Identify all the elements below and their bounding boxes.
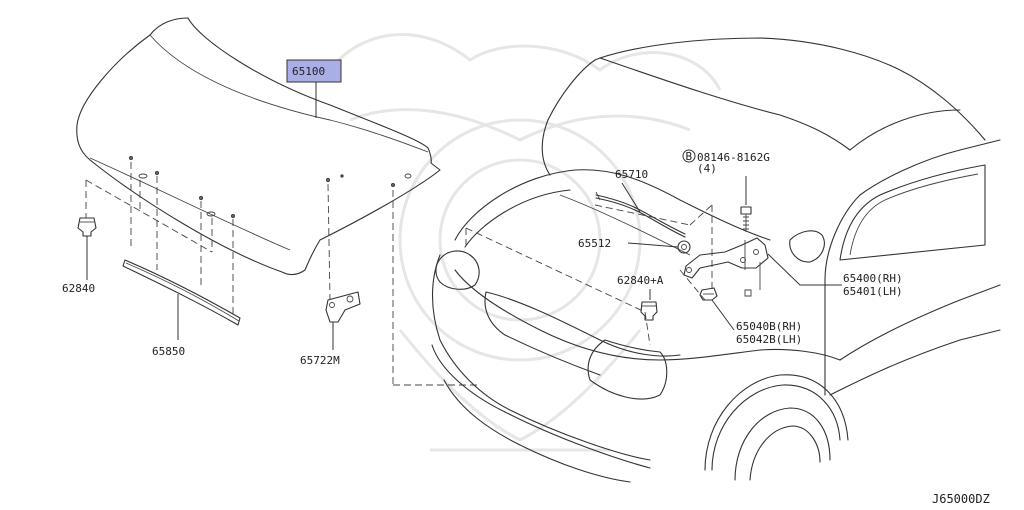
- leader-grommet: [627, 242, 679, 248]
- hinge-part: [683, 237, 769, 290]
- svg-text:65100: 65100: [292, 65, 325, 78]
- label-grommet[interactable]: 65512: [578, 237, 611, 250]
- label-stay[interactable]: 65710: [615, 168, 648, 181]
- label-bolt[interactable]: B 08146-8162G (4): [682, 149, 770, 175]
- hinge-bolt-part: [744, 289, 752, 297]
- label-hinge-lh[interactable]: 65401(LH): [843, 285, 903, 298]
- hood-dash-lines: [85, 162, 480, 386]
- label-hinge-rh[interactable]: 65400(RH): [843, 272, 903, 285]
- label-clip-right[interactable]: 62840+A: [617, 274, 664, 287]
- striker-part: [325, 291, 361, 323]
- leader-stay: [621, 182, 641, 213]
- grommet-part: [677, 240, 691, 254]
- svg-text:B: B: [686, 150, 693, 163]
- label-hood[interactable]: 65100: [286, 59, 342, 83]
- hood-bumper-part: [699, 287, 718, 301]
- hood-stay-part: [595, 191, 686, 238]
- leader-hinge: [767, 253, 842, 286]
- svg-text:08146-8162G: 08146-8162G: [697, 151, 770, 164]
- label-bumper-lh[interactable]: 65042B(LH): [736, 333, 802, 346]
- hood-mount-dots: [128, 155, 412, 218]
- label-bumper-rh[interactable]: 65040B(RH): [736, 320, 802, 333]
- clip-right-part: [640, 301, 658, 321]
- clip-left-part: [77, 217, 97, 237]
- hood-panel: [76, 17, 441, 275]
- label-clip-left[interactable]: 62840: [62, 282, 95, 295]
- watermark-emblem: [328, 33, 722, 452]
- bolt-part: [740, 206, 752, 232]
- label-seal[interactable]: 65850: [152, 345, 185, 358]
- body-dash-lines: [465, 204, 713, 346]
- seal-strip-part: [122, 259, 241, 326]
- label-striker[interactable]: 65722M: [300, 354, 340, 367]
- svg-text:(4): (4): [697, 162, 717, 175]
- vehicle-body: [431, 37, 1001, 483]
- diagram-code: J65000DZ: [932, 492, 990, 506]
- leader-hood-bumper: [711, 299, 735, 331]
